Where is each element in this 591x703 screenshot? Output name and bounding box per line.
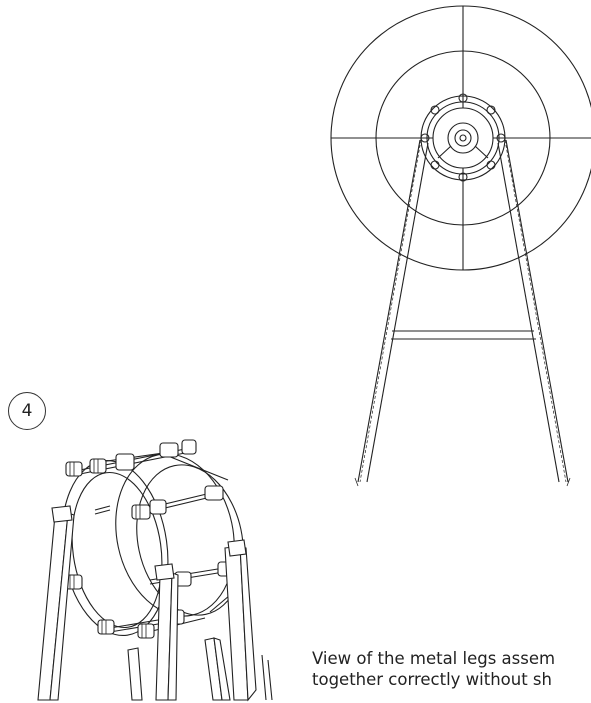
bolt-nuts (65, 439, 235, 639)
bolt-hole (486, 105, 496, 115)
perspective-assembly-drawing (37, 439, 273, 702)
drum-front-ring-inner (71, 471, 163, 629)
caption-line-2: together correctly without sh (312, 670, 552, 689)
step-number: 4 (21, 401, 33, 421)
bolt-hole (458, 172, 468, 182)
caption-line-1: View of the metal legs assem (312, 649, 556, 668)
hub-center (459, 134, 467, 142)
spoke-left (437, 145, 452, 159)
spoke-right (474, 145, 489, 159)
bolt-hole (420, 133, 430, 143)
bolt-hole (458, 93, 468, 103)
right-leg (497, 139, 569, 483)
bolt-hole (430, 160, 440, 170)
hub-inner (454, 129, 472, 147)
legs (37, 505, 257, 702)
hub-outer (432, 107, 494, 169)
step-number-badge: 4 (8, 392, 46, 430)
flange-outer (420, 95, 506, 181)
bolt-holes (420, 93, 506, 182)
bolt-hole (430, 105, 440, 115)
bolt-hole (496, 133, 506, 143)
left-leg (357, 139, 429, 483)
caption-text: View of the metal legs assem together co… (312, 648, 591, 690)
nut-threads (69, 459, 147, 638)
bolt-hole (486, 160, 496, 170)
hub-middle (447, 122, 479, 154)
cross-brace (391, 330, 536, 340)
drum-mid-ring (136, 464, 244, 616)
front-elevation-drawing (330, 5, 591, 487)
